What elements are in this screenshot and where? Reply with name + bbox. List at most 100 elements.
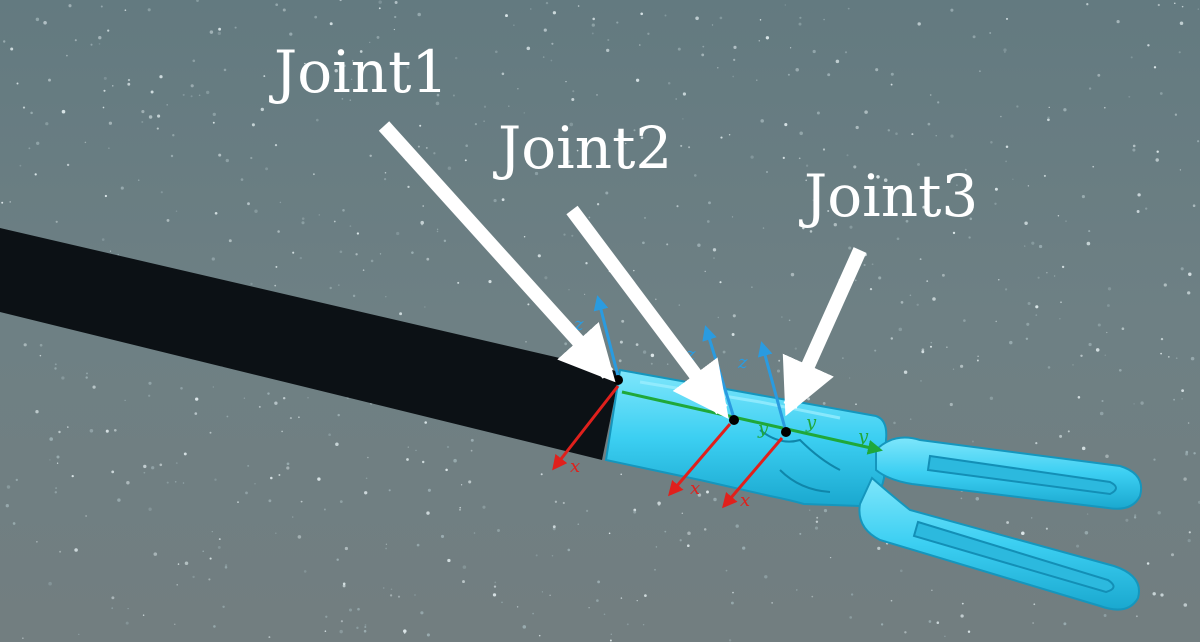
speckle xyxy=(56,462,59,464)
speckle xyxy=(23,343,27,347)
speckle xyxy=(379,253,382,255)
speckle xyxy=(425,146,428,149)
speckle xyxy=(446,445,450,449)
speckle xyxy=(349,99,352,101)
frame-joint3: z x y y xyxy=(722,341,869,511)
speckle xyxy=(994,202,997,205)
speckle xyxy=(1187,291,1191,295)
speckle xyxy=(36,541,38,543)
speckle xyxy=(542,56,545,58)
speckle xyxy=(445,468,448,472)
speckle xyxy=(385,295,387,298)
speckle xyxy=(967,630,971,634)
speckle xyxy=(616,134,620,138)
speckle xyxy=(105,429,109,433)
speckle xyxy=(816,516,819,519)
speckle xyxy=(936,621,940,624)
speckle xyxy=(1037,276,1040,279)
speckle xyxy=(565,80,567,83)
speckle xyxy=(562,501,565,505)
speckle xyxy=(339,250,343,254)
speckle xyxy=(1024,245,1026,247)
speckle xyxy=(159,75,163,79)
speckle xyxy=(488,280,492,284)
speckle xyxy=(58,430,61,434)
speckle xyxy=(108,147,110,149)
speckle xyxy=(796,589,798,591)
speckle xyxy=(964,168,967,171)
speckle xyxy=(712,248,717,252)
speckle xyxy=(771,602,773,604)
speckle xyxy=(871,263,874,266)
speckle xyxy=(86,372,88,375)
speckle xyxy=(247,202,250,206)
speckle xyxy=(735,524,739,528)
speckle xyxy=(1156,150,1159,153)
speckle xyxy=(591,32,594,35)
speckle xyxy=(591,23,595,27)
speckle xyxy=(177,563,180,565)
speckle xyxy=(713,497,717,502)
speckle xyxy=(1140,401,1144,405)
speckle xyxy=(194,412,198,415)
speckle xyxy=(896,237,900,241)
speckle xyxy=(182,93,185,96)
speckle xyxy=(814,526,819,530)
speckle xyxy=(363,629,367,633)
speckle xyxy=(697,243,701,247)
speckle xyxy=(174,480,177,483)
speckle xyxy=(952,231,956,235)
speckle xyxy=(141,121,144,123)
speckle xyxy=(1185,452,1189,456)
speckle xyxy=(127,78,131,82)
speckle xyxy=(717,316,720,319)
speckle xyxy=(848,377,851,379)
speckle xyxy=(842,357,844,359)
joint3-label: Joint3 xyxy=(799,162,978,230)
speckle xyxy=(435,101,440,106)
speckle xyxy=(776,369,781,373)
speckle xyxy=(508,105,510,107)
y-axis-label-joint2: y xyxy=(757,418,769,439)
speckle xyxy=(975,497,980,501)
speckle xyxy=(274,143,278,147)
speckle xyxy=(265,167,269,171)
speckle xyxy=(1153,66,1157,69)
speckle xyxy=(213,625,216,628)
speckle xyxy=(607,38,610,42)
speckle xyxy=(650,362,653,365)
speckle xyxy=(552,525,556,529)
speckle xyxy=(157,114,161,118)
speckle xyxy=(742,546,746,550)
speckle xyxy=(895,132,898,135)
speckle xyxy=(552,11,557,15)
speckle xyxy=(730,601,734,605)
speckle xyxy=(994,187,998,191)
speckle xyxy=(61,376,65,380)
speckle xyxy=(1187,539,1191,543)
speckle xyxy=(49,459,51,461)
speckle xyxy=(880,623,884,626)
speckle xyxy=(225,158,229,163)
speckle xyxy=(317,477,321,481)
speckle xyxy=(682,118,684,120)
speckle xyxy=(1000,115,1002,118)
speckle xyxy=(733,58,736,62)
speckle xyxy=(807,397,811,401)
speckle xyxy=(584,155,587,157)
speckle xyxy=(899,569,903,573)
speckle xyxy=(650,353,655,358)
speckle xyxy=(420,611,424,615)
speckle xyxy=(109,250,112,252)
speckle xyxy=(399,312,403,316)
speckle xyxy=(452,94,455,97)
speckle xyxy=(333,220,336,223)
speckle xyxy=(427,488,431,492)
speckle xyxy=(278,474,281,476)
speckle xyxy=(577,5,580,7)
speckle xyxy=(551,42,554,45)
speckle xyxy=(633,269,635,272)
speckle xyxy=(166,218,170,222)
speckle xyxy=(22,106,26,109)
speckle xyxy=(892,188,895,191)
